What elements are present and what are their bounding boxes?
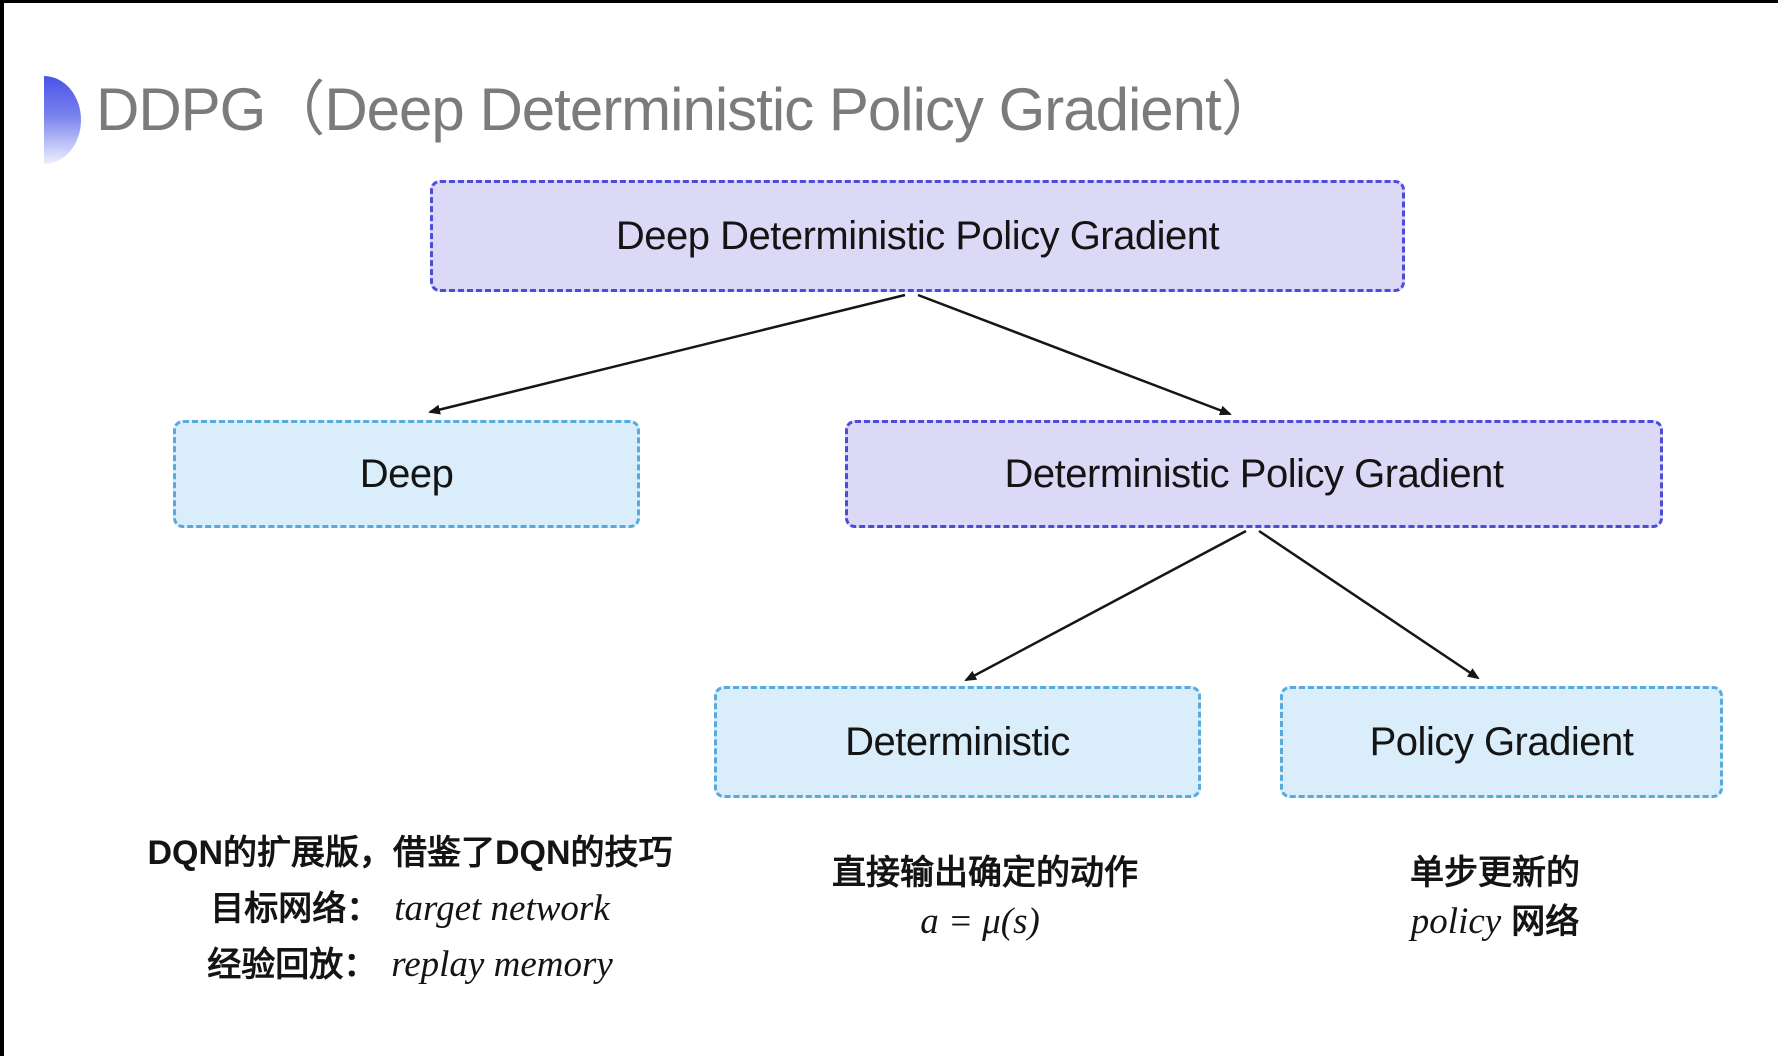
- note-deterministic-line1: 直接输出确定的动作: [832, 854, 1138, 892]
- note-deterministic-formula: a = μ(s): [920, 900, 1040, 942]
- note-dqn-replay-term: replay memory: [391, 943, 613, 985]
- node-deep-label: Deep: [359, 451, 454, 496]
- title-bullet-icon: [44, 76, 81, 164]
- arrow-dpg-to-policy-gradient: [1258, 529, 1480, 680]
- note-deterministic: 直接输出确定的动作 a = μ(s): [770, 853, 1200, 942]
- window-frame-left: [0, 0, 4, 1056]
- note-dqn: DQN的扩展版，借鉴了DQN的技巧 目标网络： target network 经…: [120, 833, 700, 985]
- node-deterministic-label: Deterministic: [845, 719, 1070, 764]
- arrow-root-to-deep: [428, 293, 906, 415]
- node-root-label: Deep Deterministic Policy Gradient: [615, 213, 1220, 258]
- node-deep: Deep: [173, 420, 640, 528]
- arrow-root-to-dpg: [917, 293, 1232, 416]
- note-dqn-target-label: 目标网络：: [210, 889, 381, 928]
- note-dqn-replay-label: 经验回放：: [207, 945, 378, 984]
- note-dqn-target-term: target network: [394, 887, 610, 929]
- node-deterministic: Deterministic: [714, 686, 1201, 798]
- note-policy-gradient: 单步更新的 policy 网络: [1295, 853, 1695, 943]
- arrow-dpg-to-deterministic: [964, 529, 1247, 682]
- note-policy-gradient-suffix: 网络: [1511, 902, 1580, 941]
- node-policy-gradient-label: Policy Gradient: [1369, 719, 1634, 764]
- node-deterministic-policy-gradient-label: Deterministic Policy Gradient: [1004, 451, 1505, 496]
- node-root: Deep Deterministic Policy Gradient: [430, 180, 1405, 292]
- note-policy-gradient-line1: 单步更新的: [1410, 854, 1580, 892]
- note-policy-gradient-term: policy: [1410, 900, 1502, 942]
- note-dqn-line1: DQN的扩展版，借鉴了DQN的技巧: [147, 834, 673, 872]
- page-title: DDPG（Deep Deterministic Policy Gradient）: [96, 76, 1281, 143]
- node-deterministic-policy-gradient: Deterministic Policy Gradient: [845, 420, 1663, 528]
- window-frame-top: [0, 0, 1778, 3]
- node-policy-gradient: Policy Gradient: [1280, 686, 1723, 798]
